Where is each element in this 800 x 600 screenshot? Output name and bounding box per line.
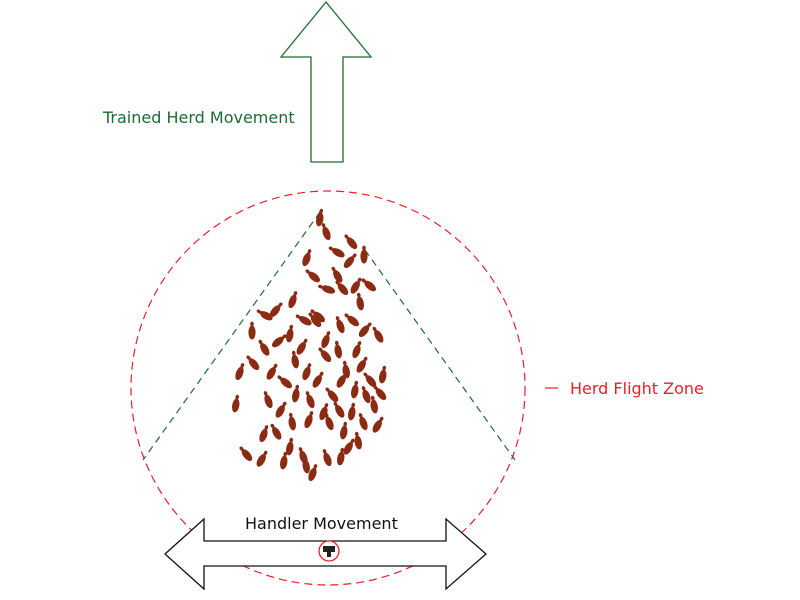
cow-26 xyxy=(358,322,372,337)
cow-61 xyxy=(288,412,297,431)
cow-55 xyxy=(347,402,356,421)
cow-8 xyxy=(302,249,312,267)
cow-68 xyxy=(285,437,294,456)
cow-41 xyxy=(312,371,324,388)
cow-17 xyxy=(310,309,325,323)
left-balance-line xyxy=(142,211,321,461)
cow-20 xyxy=(285,324,294,343)
cow-63 xyxy=(324,413,334,431)
cow-9 xyxy=(305,269,320,283)
cow-47 xyxy=(235,363,245,381)
cow-24 xyxy=(335,316,345,334)
cow-46 xyxy=(370,395,379,414)
cow-59 xyxy=(263,391,273,409)
cow-29 xyxy=(318,347,332,362)
cow-56 xyxy=(358,413,368,431)
cow-66 xyxy=(259,425,269,443)
cow-10 xyxy=(318,284,336,294)
cow-52 xyxy=(305,391,315,409)
cow-62 xyxy=(304,411,314,429)
cow-11 xyxy=(335,280,349,295)
cow-7 xyxy=(331,266,343,283)
cow-16 xyxy=(295,314,312,326)
herd-flight-zone-label: Herd Flight Zone xyxy=(570,379,704,398)
cow-67 xyxy=(270,423,282,440)
right-balance-line xyxy=(364,249,516,461)
cow-44 xyxy=(350,380,359,399)
cow-60 xyxy=(275,401,287,418)
cow-18 xyxy=(256,309,273,321)
cow-49 xyxy=(266,363,278,380)
cow-13 xyxy=(361,278,376,292)
cow-14 xyxy=(356,292,365,311)
cow-38 xyxy=(272,334,287,348)
cow-76 xyxy=(336,447,345,466)
cow-58 xyxy=(231,394,240,413)
cow-70 xyxy=(239,446,253,461)
cow-57 xyxy=(372,416,384,433)
cow-4 xyxy=(344,234,358,249)
handler-icon xyxy=(318,540,340,562)
cow-3 xyxy=(328,246,345,258)
cow-50 xyxy=(277,375,292,389)
cattle-herd xyxy=(231,208,387,482)
cow-65 xyxy=(354,431,363,450)
handler-movement-label: Handler Movement xyxy=(245,514,398,533)
cow-36 xyxy=(248,321,256,340)
cow-73 xyxy=(302,455,311,474)
cow-54 xyxy=(333,401,345,418)
cow-43 xyxy=(336,371,348,388)
cow-77 xyxy=(343,438,355,455)
flight-zone-circle xyxy=(130,190,526,586)
cow-33 xyxy=(363,372,377,387)
cow-42 xyxy=(325,387,339,402)
trained-herd-up-arrow xyxy=(279,0,373,163)
cow-64 xyxy=(339,421,348,440)
cow-28 xyxy=(334,340,343,359)
cow-37 xyxy=(258,339,270,356)
cow-21 xyxy=(296,338,308,355)
cow-51 xyxy=(291,384,300,403)
cow-27 xyxy=(372,326,384,343)
cow-6 xyxy=(343,253,357,268)
cow-34 xyxy=(378,365,387,384)
cow-22 xyxy=(308,312,322,327)
cow-5 xyxy=(360,245,368,264)
cow-19 xyxy=(269,302,283,317)
trained-herd-movement-label: Trained Herd Movement xyxy=(102,108,295,127)
cow-72 xyxy=(279,451,288,470)
cow-40 xyxy=(302,363,312,381)
cow-48 xyxy=(246,355,260,370)
cow-15 xyxy=(288,291,298,309)
cow-39 xyxy=(291,350,300,369)
cow-1 xyxy=(315,208,324,227)
cow-25 xyxy=(344,313,359,327)
cow-32 xyxy=(356,356,368,373)
cow-30 xyxy=(352,341,362,359)
cow-12 xyxy=(350,277,362,294)
cow-74 xyxy=(308,464,318,482)
cow-23 xyxy=(321,331,331,349)
cow-75 xyxy=(322,449,332,467)
cow-71 xyxy=(256,450,268,467)
cow-2 xyxy=(321,223,331,241)
cow-45 xyxy=(361,386,371,404)
cow-35 xyxy=(373,385,387,400)
